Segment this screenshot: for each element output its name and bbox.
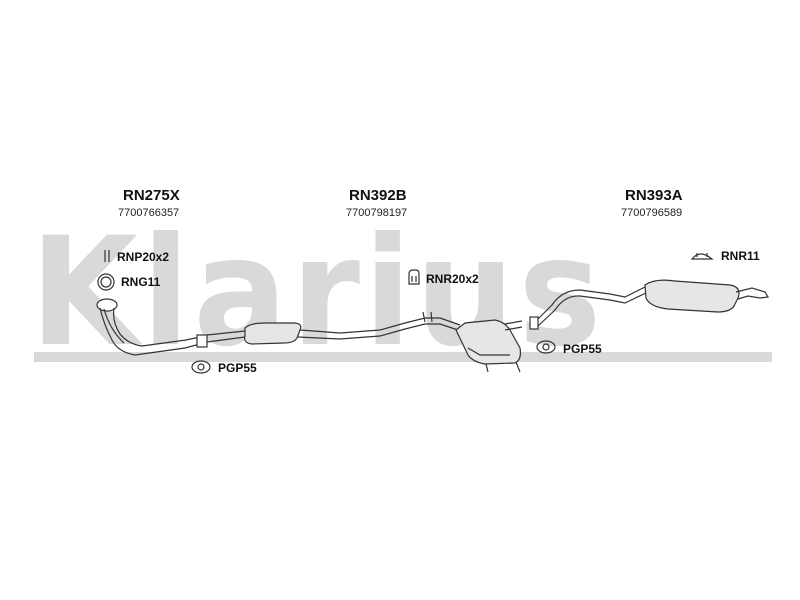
clamp-icon [104, 250, 110, 262]
part-code-middle: RN392B [349, 187, 407, 204]
mounting-rubber-icon [690, 253, 714, 260]
fitting-label-rng11: RNG11 [121, 275, 161, 289]
flange-gasket-icon-front [191, 360, 211, 374]
fitting-label-pgp55-rear: PGP55 [563, 342, 602, 356]
middle-pipe-with-silencer [206, 311, 522, 373]
fitting-label-rnp20x2: RNP20x2 [117, 250, 170, 264]
oe-number-front: 7700766357 [118, 207, 180, 219]
part-code-rear: RN393A [625, 187, 683, 204]
watermark-underline [34, 352, 772, 362]
gasket-ring-icon [97, 273, 115, 291]
front-downpipe [96, 298, 208, 356]
flange-gasket-icon-rear [536, 340, 556, 354]
part-code-front: RN275X [123, 187, 180, 204]
fitting-label-rnr20x2: RNR20x2 [426, 272, 479, 286]
rubber-hanger-icon [408, 269, 420, 285]
oe-number-rear: 7700796589 [621, 207, 683, 219]
oe-number-middle: 7700798197 [346, 207, 408, 219]
fitting-label-pgp55-front: PGP55 [218, 361, 257, 375]
rear-pipe-with-silencer [504, 279, 769, 331]
fitting-label-rnr11: RNR11 [721, 249, 760, 263]
